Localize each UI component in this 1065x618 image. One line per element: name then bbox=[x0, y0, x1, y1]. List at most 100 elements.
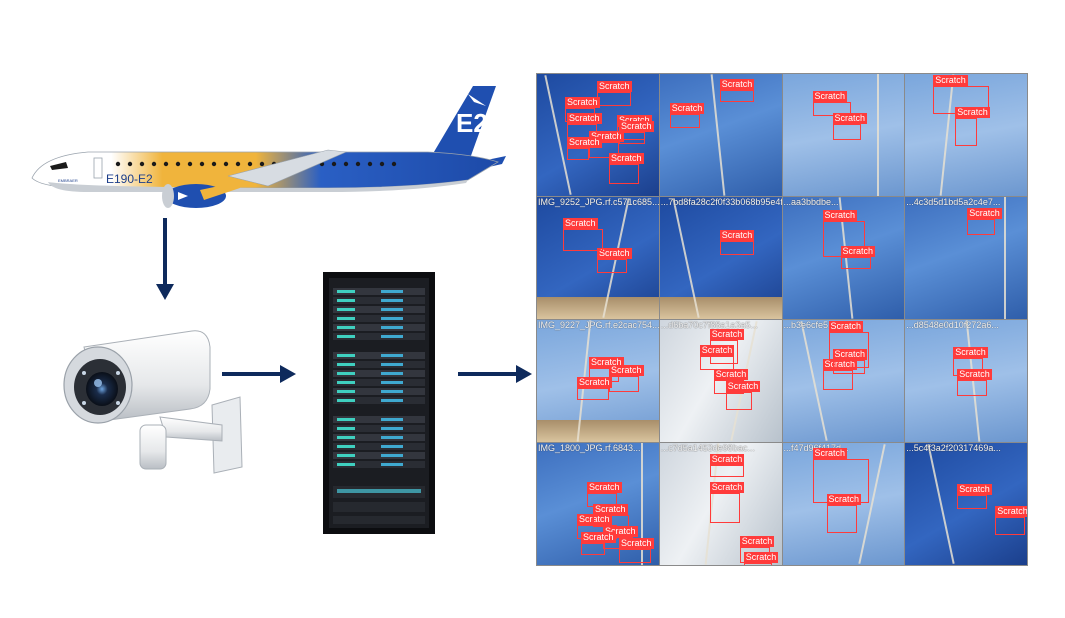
detection-label: Scratch bbox=[567, 113, 602, 124]
rack-led bbox=[337, 390, 355, 393]
rack-led bbox=[337, 363, 355, 366]
rack-led bbox=[381, 363, 403, 366]
aircraft-illustration: E2 E190-E2 EMBRAER bbox=[31, 86, 506, 208]
detection-label: Scratch bbox=[597, 248, 632, 259]
rack-unit bbox=[333, 324, 425, 331]
detection-box bbox=[957, 380, 988, 396]
detection-label: Scratch bbox=[617, 115, 652, 126]
detection-box bbox=[967, 219, 996, 235]
rack-led bbox=[337, 308, 355, 311]
rack-led bbox=[381, 308, 403, 311]
right-arrow bbox=[222, 365, 296, 383]
detection-label: Scratch bbox=[709, 482, 745, 493]
livery-text: E190-E2 bbox=[106, 172, 153, 186]
detection-tile: ...4c3d5d1bd5a2c4e7...Scratch bbox=[905, 197, 1027, 319]
rack-led bbox=[381, 372, 403, 375]
detection-box bbox=[597, 259, 627, 273]
detection-label: Scratch bbox=[589, 131, 624, 142]
rack-unit bbox=[333, 434, 425, 441]
image-filename: ...4c3d5d1bd5a2c4e7... bbox=[906, 197, 1001, 207]
right-arrow-2 bbox=[458, 365, 532, 383]
detection-label: Scratch bbox=[709, 454, 745, 465]
rack-led bbox=[337, 326, 355, 329]
rack-led bbox=[337, 445, 355, 448]
detection-box bbox=[577, 388, 609, 400]
detection-label: Scratch bbox=[743, 552, 779, 563]
rack-unit bbox=[333, 461, 425, 468]
rack-led bbox=[381, 399, 403, 402]
detection-tile: ...7bd8fa28c2f0f33b068b95e4fac5... Scratc… bbox=[659, 197, 782, 319]
detection-label: Scratch bbox=[581, 532, 616, 543]
security-camera-icon bbox=[63, 330, 243, 474]
detection-label: Scratch bbox=[822, 210, 858, 221]
detection-label: Scratch bbox=[593, 504, 628, 515]
image-filename: IMG_9227_JPG.rf.e2cac754... bbox=[538, 320, 659, 330]
rack-led bbox=[381, 326, 403, 329]
rack-unit bbox=[333, 288, 425, 295]
detection-box bbox=[589, 142, 619, 158]
rack-led bbox=[337, 399, 355, 402]
rack-led bbox=[337, 372, 355, 375]
rack-unit bbox=[333, 315, 425, 322]
detection-label: Scratch bbox=[587, 482, 622, 493]
detection-box bbox=[725, 392, 752, 410]
detection-box bbox=[957, 495, 988, 509]
detection-box bbox=[581, 543, 605, 555]
detection-label: Scratch bbox=[967, 208, 1002, 219]
detection-label: Scratch bbox=[709, 329, 745, 340]
hangar-floor bbox=[537, 420, 659, 442]
rack-led bbox=[381, 390, 403, 393]
detection-label: Scratch bbox=[609, 153, 644, 164]
image-filename: ...d8548e0d10f272a6... bbox=[906, 320, 999, 330]
detection-label: Scratch bbox=[953, 347, 988, 358]
detection-box bbox=[619, 132, 645, 144]
rack-led bbox=[381, 299, 403, 302]
image-filename: ...7bd8fa28c2f0f33b068b95e4fac5... bbox=[660, 197, 782, 207]
detection-box bbox=[609, 164, 639, 184]
detection-box bbox=[812, 102, 851, 116]
rack-led bbox=[337, 381, 355, 384]
rack-led bbox=[337, 436, 355, 439]
detection-label: Scratch bbox=[577, 377, 612, 388]
rack-led bbox=[381, 436, 403, 439]
rack-led bbox=[337, 418, 355, 421]
detection-label: Scratch bbox=[609, 365, 644, 376]
panel-seam bbox=[641, 443, 643, 565]
detection-label: Scratch bbox=[719, 230, 755, 241]
detection-label: Scratch bbox=[577, 514, 612, 525]
image-filename: IMG_1800_JPG.rf.6843... bbox=[538, 443, 641, 453]
detection-label: Scratch bbox=[739, 536, 775, 547]
detection-label: Scratch bbox=[619, 121, 654, 132]
rack-unit bbox=[333, 370, 425, 377]
rack-led bbox=[381, 445, 403, 448]
image-filename: ...5c4f3a2f20317469a... bbox=[906, 443, 1001, 453]
rack-led bbox=[337, 335, 355, 338]
detection-box bbox=[597, 92, 631, 106]
rack-led bbox=[337, 317, 355, 320]
detection-box bbox=[840, 257, 871, 269]
rack-unit bbox=[333, 306, 425, 313]
detection-box bbox=[563, 229, 603, 251]
detection-label: Scratch bbox=[832, 349, 868, 360]
rack-led bbox=[381, 418, 403, 421]
detection-box bbox=[832, 360, 865, 374]
detection-label: Scratch bbox=[822, 359, 858, 370]
detection-label: Scratch bbox=[567, 137, 602, 148]
detection-label: Scratch bbox=[955, 107, 990, 118]
detection-label: Scratch bbox=[589, 357, 624, 368]
down-arrow bbox=[156, 218, 174, 300]
rack-unit bbox=[333, 361, 425, 368]
panel-seam bbox=[1004, 197, 1007, 319]
rack-led bbox=[381, 463, 403, 466]
tail-logo: E2 bbox=[456, 108, 488, 138]
detection-label: Scratch bbox=[933, 75, 968, 86]
rack-led bbox=[381, 335, 403, 338]
detection-label: Scratch bbox=[603, 526, 638, 537]
